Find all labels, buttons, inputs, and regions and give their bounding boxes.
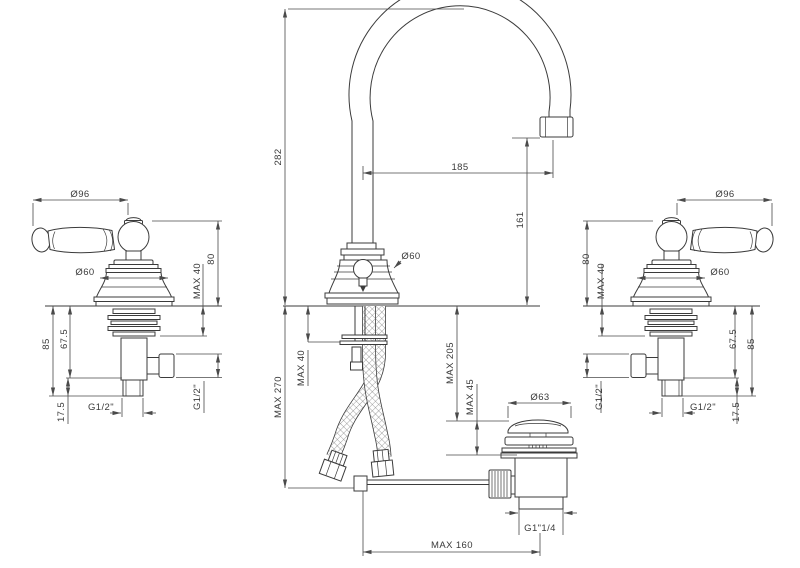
dim-label-spout-reach: 185 bbox=[451, 162, 468, 173]
dim-label-left-shank-length: 17.5 bbox=[56, 402, 67, 422]
dim-label-spout-base-diameter: Ø60 bbox=[401, 251, 420, 262]
dim-label-right-below-deck: 85 bbox=[746, 338, 757, 349]
dim-label-right-port-center: 67.5 bbox=[728, 329, 739, 349]
drain-plug-cap bbox=[507, 419, 569, 434]
dim-label-left-handle-diameter: Ø96 bbox=[70, 189, 89, 200]
pop-up-knob-ball bbox=[353, 259, 373, 279]
drain-outlet-shank bbox=[518, 496, 564, 510]
dim-label-right-shank-length: 17.5 bbox=[731, 402, 742, 422]
dim-label-right-shank-thread: G1/2" bbox=[690, 402, 716, 413]
dim-label-drain-depth: MAX 205 bbox=[445, 342, 456, 384]
dim-label-left-height: 80 bbox=[206, 253, 217, 264]
hose-connector-right bbox=[370, 448, 395, 478]
dim-label-left-below-deck: 85 bbox=[41, 338, 52, 349]
spout bbox=[282, 0, 574, 307]
dim-label-outlet-height: 161 bbox=[515, 211, 526, 228]
dim-label-right-max-deck: MAX 40 bbox=[596, 263, 607, 299]
dim-label-plug-diameter: Ø63 bbox=[530, 392, 549, 403]
dim-label-spout-height: 282 bbox=[273, 148, 284, 165]
dim-label-right-handle-diameter: Ø96 bbox=[715, 189, 734, 200]
drain-body bbox=[514, 457, 568, 498]
dim-label-left-max-deck: MAX 40 bbox=[192, 263, 203, 299]
dim-label-right-height: 80 bbox=[581, 253, 592, 264]
dim-label-left-shank-thread: G1/2" bbox=[88, 402, 114, 413]
dim-label-left-rosette-diameter: Ø60 bbox=[75, 267, 94, 278]
dim-label-left-port-thread: G1/2" bbox=[192, 384, 203, 410]
dim-label-left-port-center: 67.5 bbox=[59, 329, 70, 349]
dim-label-right-rosette-diameter: Ø60 bbox=[710, 267, 729, 278]
dim-label-drain-thread: G1"1/4 bbox=[524, 523, 556, 534]
aerator-nut bbox=[539, 116, 574, 138]
spout-gooseneck-tube bbox=[348, 0, 572, 244]
dim-label-spout-max-deck: MAX 40 bbox=[296, 350, 307, 386]
pop-up-rod bbox=[353, 475, 492, 492]
pop-up-drain bbox=[362, 306, 578, 556]
mounting-stud bbox=[351, 346, 362, 363]
dim-label-hose-depth: MAX 270 bbox=[273, 376, 284, 418]
dim-label-rod-reach: MAX 160 bbox=[431, 540, 473, 551]
dim-label-drain-max-deck: MAX 45 bbox=[465, 379, 476, 415]
supply-hoses bbox=[282, 306, 395, 489]
dim-label-right-port-thread: G1/2" bbox=[594, 384, 605, 410]
dimension-labels: Ø96 Ø60 80 MAX 40 85 67.5 17.5 G1/2" G1/… bbox=[41, 148, 757, 551]
hose-connector-left bbox=[318, 449, 348, 482]
right-valve bbox=[583, 200, 775, 424]
rod-clamp-block bbox=[353, 475, 368, 492]
